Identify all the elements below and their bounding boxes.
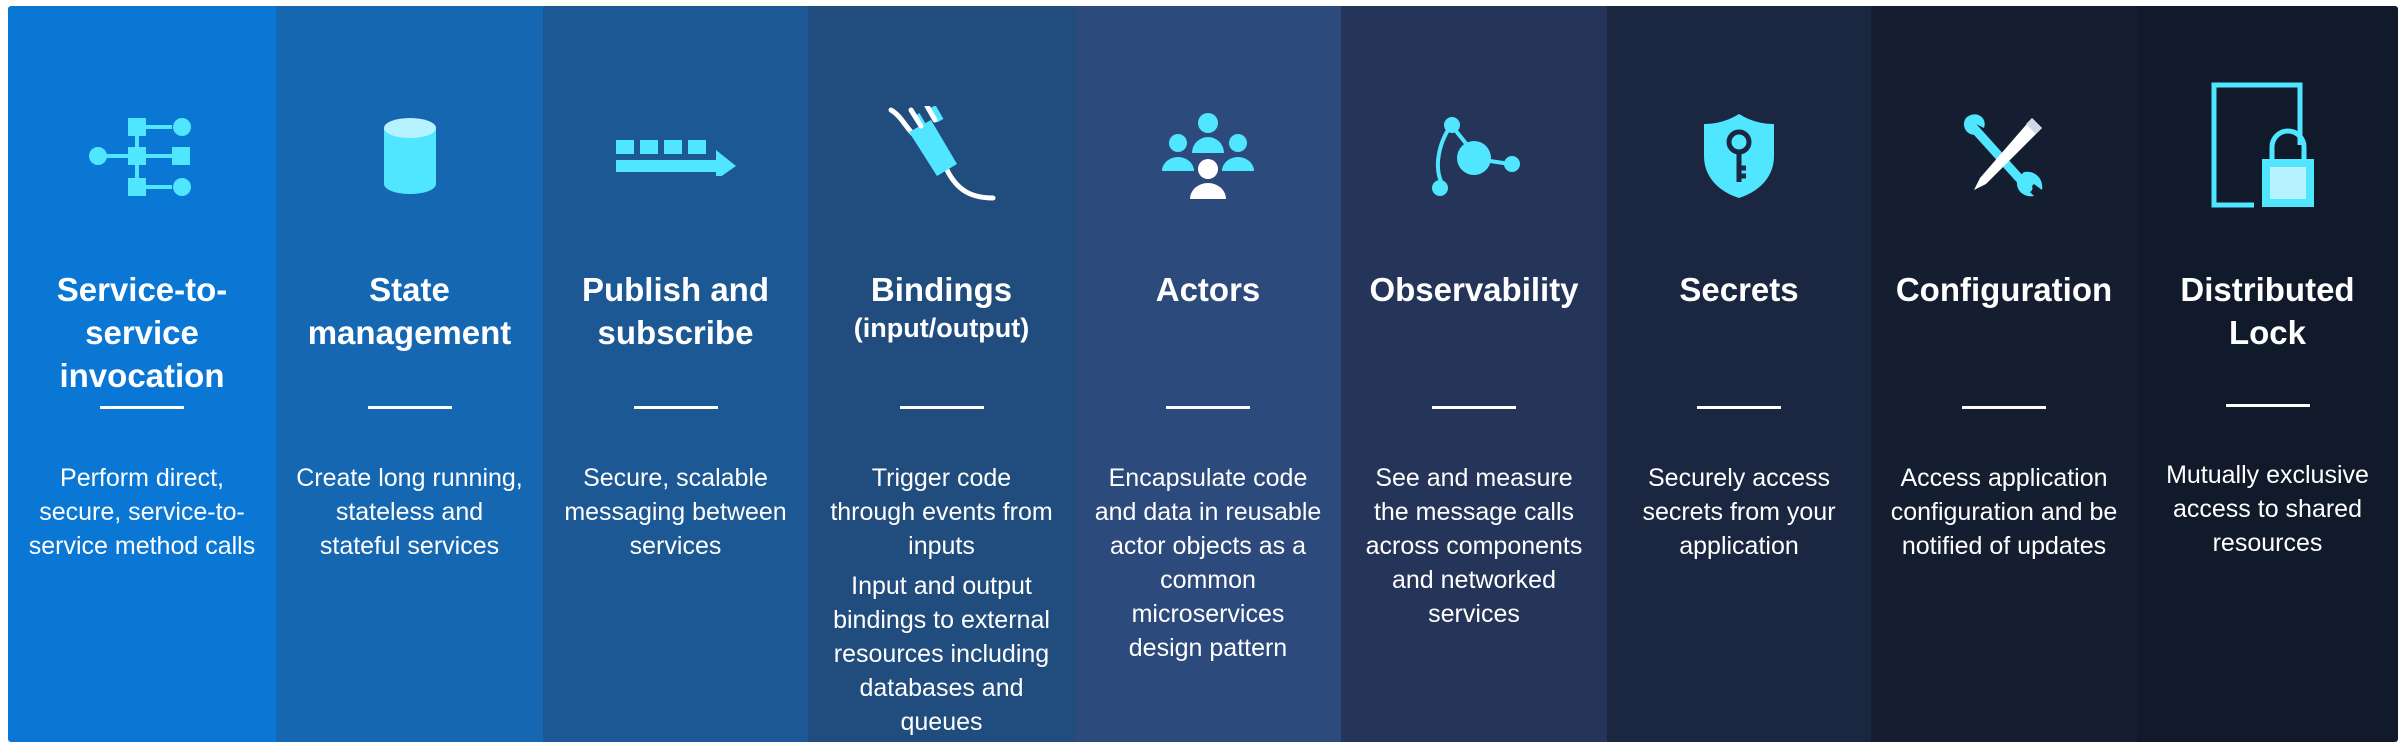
- column-title: Actors: [1155, 271, 1261, 308]
- column-description: Secure, scalable messaging between servi…: [564, 464, 787, 560]
- message-queue-icon: [615, 140, 736, 176]
- flowchart-icon: [89, 118, 191, 196]
- column-description: Securely access secrets from your applic…: [1642, 464, 1836, 560]
- column-description-extra: Input and output bindings to external re…: [833, 572, 1050, 736]
- column-subtitle: (input/output): [853, 313, 1030, 343]
- column-secrets: Secrets Securely access secrets from you…: [1607, 6, 1871, 742]
- shield-key-icon: [1704, 114, 1774, 198]
- column-configuration: Configuration Access application configu…: [1871, 6, 2137, 742]
- divider: [633, 406, 718, 409]
- plug-icon: [888, 106, 995, 201]
- column-title: Distributed Lock: [2180, 271, 2355, 351]
- column-description: Access application configuration and be …: [1890, 464, 2118, 560]
- divider: [1166, 406, 1250, 409]
- column-description: Perform direct, secure, service-to-servi…: [28, 464, 256, 560]
- column-description: See and measure the message calls across…: [1365, 464, 1583, 628]
- column-title: Secrets: [1679, 271, 1799, 308]
- column-actors: Actors Encapsulate code and data in reus…: [1075, 6, 1341, 742]
- column-publish-subscribe: Publish and subscribe Secure, scalable m…: [543, 6, 808, 742]
- network-nodes-icon: [1432, 117, 1520, 196]
- tools-icon: [1963, 114, 2043, 197]
- divider: [1697, 406, 1781, 409]
- column-title: Service-to-service invocation: [56, 271, 228, 394]
- column-title: Configuration: [1895, 271, 2113, 308]
- divider: [1962, 406, 2046, 409]
- column-service-invocation: Service-to-service invocation Perform di…: [8, 6, 276, 742]
- divider: [2225, 404, 2310, 407]
- column-title: Bindings (input/output): [820, 268, 1063, 345]
- divider: [367, 406, 452, 409]
- column-distributed-lock: Distributed Lock Mutually exclusive acce…: [2137, 6, 2398, 742]
- column-title: State management: [307, 271, 512, 351]
- column-title: Observability: [1369, 271, 1579, 308]
- padlock-door-icon: [2211, 82, 2314, 208]
- column-bindings: Bindings (input/output) Trigger code thr…: [808, 6, 1075, 742]
- column-observability: Observability See and measure the messag…: [1341, 6, 1607, 742]
- column-title: Publish and subscribe: [581, 271, 769, 351]
- divider: [1432, 406, 1516, 409]
- column-description: Mutually exclusive access to shared reso…: [2166, 461, 2369, 557]
- people-group-icon: [1162, 113, 1254, 199]
- divider: [100, 406, 184, 409]
- cylinder-icon: [383, 118, 436, 194]
- divider: [899, 406, 984, 409]
- column-description: Encapsulate code and data in reusable ac…: [1094, 464, 1322, 662]
- building-blocks-panel: Service-to-service invocation Perform di…: [8, 6, 2398, 742]
- column-description: Trigger code through events from inputs …: [826, 461, 1057, 739]
- column-state-management: State management Create long running, st…: [276, 6, 543, 742]
- column-description: Create long running, stateless and state…: [296, 464, 523, 560]
